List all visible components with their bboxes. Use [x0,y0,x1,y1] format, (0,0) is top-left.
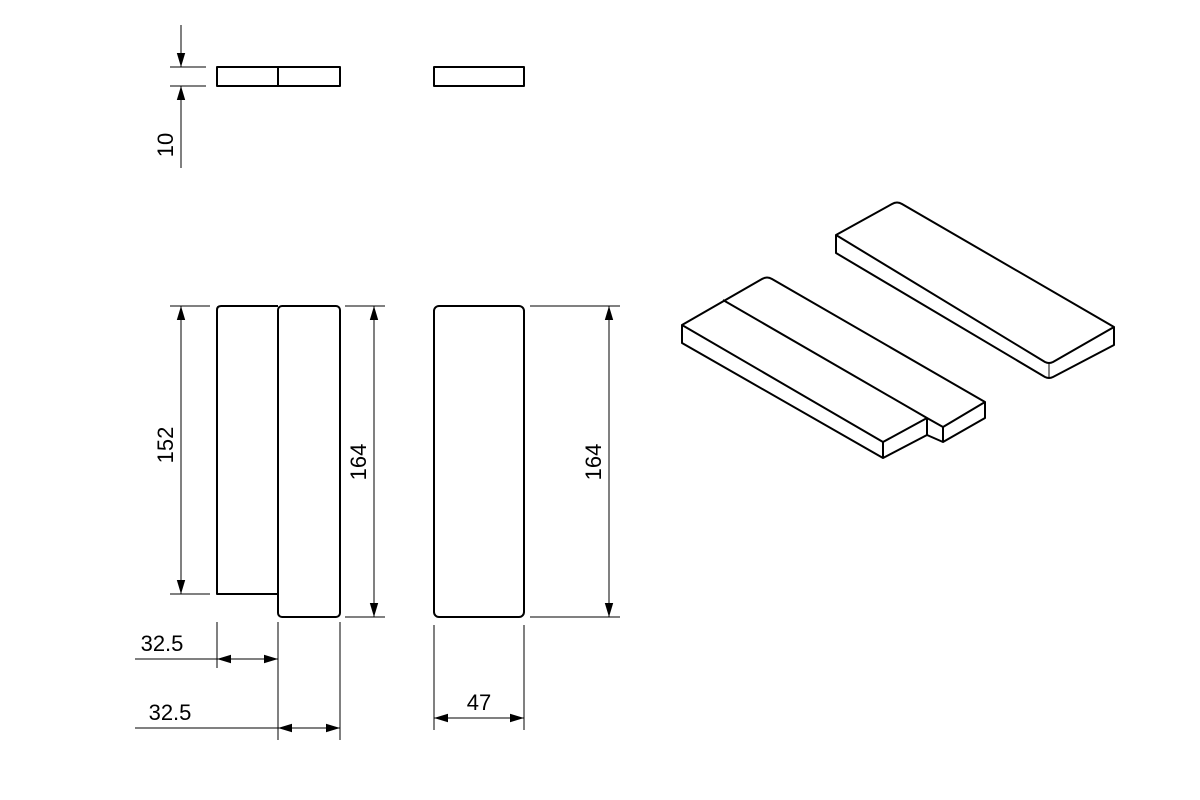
dimension-side-width: 47 [433,625,525,730]
dimension-label-right-width: 32.5 [149,700,192,725]
dimension-label-thickness: 10 [153,133,178,157]
dimension-label-side-width: 47 [467,690,491,715]
dimension-label-right-height: 164 [346,444,371,481]
iso-single-slab [835,201,1115,379]
top-view-right-piece [277,66,341,87]
side-view-piece [433,305,525,618]
front-view-left-piece [216,305,278,595]
dimension-label-side-height: 164 [581,444,606,481]
dimension-left-width: 32.5 [135,622,279,740]
top-view-side-piece [433,66,525,87]
front-view-right-piece [277,305,341,618]
dimension-left-height: 152 [153,305,210,595]
dimension-side-height: 164 [530,305,620,618]
isometric-view [681,201,1115,459]
top-view-left-piece [216,66,279,87]
front-view: 152 164 32.5 32.5 [135,305,385,740]
dimension-thickness: 10 [153,25,206,168]
dimension-right-width: 32.5 [135,622,341,740]
iso-paired-slabs [681,276,986,459]
dimension-label-left-height: 152 [153,427,178,464]
dimension-right-height: 164 [345,305,385,618]
dimension-label-left-width: 32.5 [141,631,184,656]
side-view: 164 47 [433,305,620,730]
top-view: 10 [153,25,525,168]
